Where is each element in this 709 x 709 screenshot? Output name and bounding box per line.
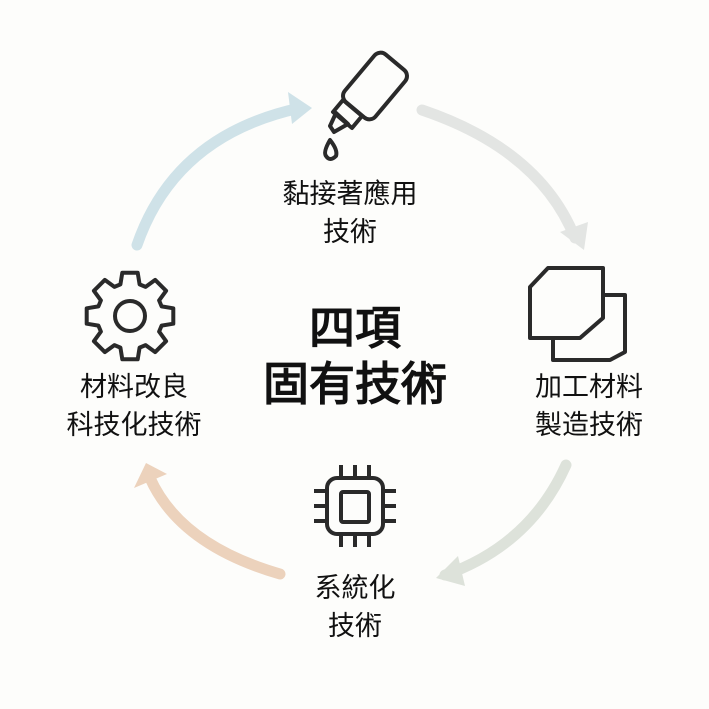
center-title: 四項 固有技術 — [263, 300, 447, 412]
node-label-line: 系統化 — [314, 573, 396, 604]
arrow-systemization-to-material-improvement — [144, 472, 286, 580]
glue-bottle-icon — [323, 50, 409, 161]
arrow-adhesive-to-manufacturing — [416, 104, 581, 244]
center-title-line2: 固有技術 — [263, 357, 447, 411]
node-label-line: 科技化技術 — [66, 410, 202, 441]
node-label-line: 材料改良 — [80, 372, 188, 403]
node-systemization-label: 系統化 技術 — [315, 570, 396, 646]
stacked-sheets-icon — [528, 266, 627, 362]
node-label-line: 技術 — [328, 611, 382, 642]
node-adhesive-label: 黏接著應用 技術 — [283, 176, 418, 252]
node-material-improvement-label: 材料改良 科技化技術 — [67, 369, 202, 445]
arrowhead-peach — [134, 463, 167, 488]
node-label-line: 技術 — [323, 217, 377, 248]
node-label-line: 加工材料 — [535, 372, 643, 403]
node-label-line: 黏接著應用 — [282, 179, 418, 210]
arrow-material-improvement-to-adhesive — [131, 102, 306, 251]
arrowhead-sage — [436, 556, 465, 586]
chip-icon — [314, 465, 396, 547]
arrowhead-gray — [560, 222, 588, 250]
center-title-line1: 四項 — [309, 301, 401, 355]
node-label-line: 製造技術 — [535, 410, 643, 441]
arrow-manufacturing-to-systemization — [439, 459, 572, 581]
arrowhead-blue — [288, 92, 312, 124]
gear-icon — [84, 270, 176, 362]
node-material-manufacturing-label: 加工材料 製造技術 — [535, 369, 643, 445]
